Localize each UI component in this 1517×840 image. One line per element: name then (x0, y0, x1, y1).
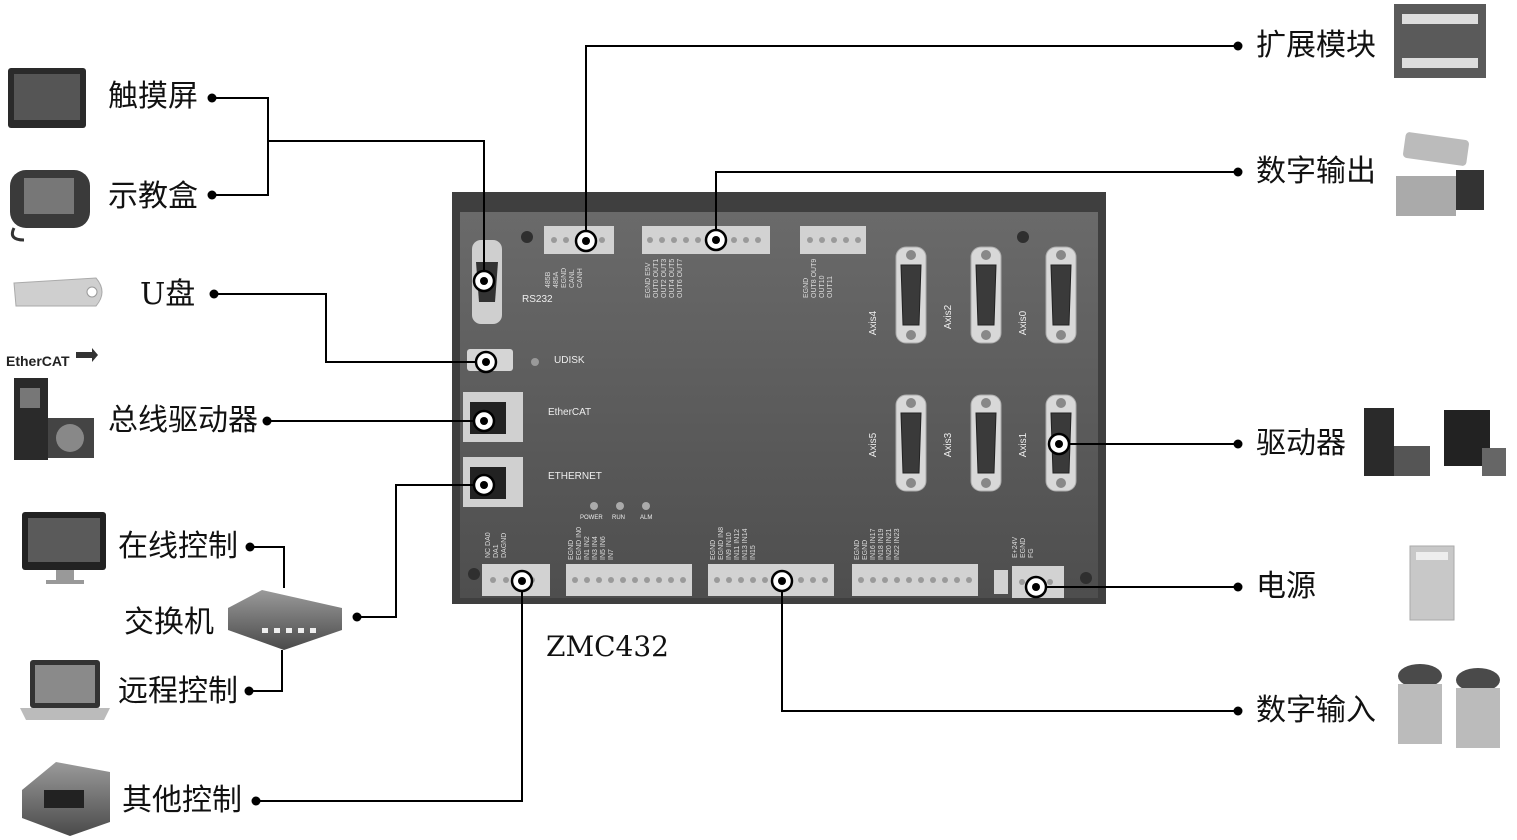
rs232-label: RS232 (522, 294, 553, 305)
da-terminal[interactable] (482, 564, 550, 596)
alm-led (642, 502, 650, 510)
power-led-label: POWER (580, 515, 603, 521)
plc-image (22, 762, 110, 836)
axis0-connector[interactable] (1045, 246, 1077, 344)
cylinder-valve-image (1396, 132, 1484, 216)
port-markers (472, 228, 1071, 599)
axis5-connector[interactable] (895, 394, 927, 492)
switch-image (228, 590, 342, 650)
screw (1080, 572, 1092, 584)
input3-terminal[interactable] (852, 564, 978, 596)
udisk-label: UDISK (554, 355, 585, 366)
screw (521, 231, 533, 243)
power-pin-labels: E+24V EGND FG (1012, 536, 1035, 558)
axis3-label: Axis3 (943, 432, 955, 458)
online-control-label: 在线控制 (118, 529, 238, 564)
input3-pin-labels: EGND EGND IN16 IN17 IN18 IN19 IN20 IN21 … (854, 528, 901, 560)
axis4-connector[interactable] (895, 246, 927, 344)
expansion-module-label: 扩展模块 (1256, 28, 1376, 63)
screw (1017, 231, 1029, 243)
axis3-connector[interactable] (970, 394, 1002, 492)
input1-pin-labels: EGND EGND IN0 IN1 IN2 IN3 IN4 IN5 IN6 IN… (568, 526, 615, 560)
screw (468, 568, 480, 580)
push-button-image (1398, 664, 1500, 748)
usb-disk-image (13, 277, 103, 307)
power-supply-image (1409, 545, 1455, 621)
usb-disk-label: U盘 (140, 277, 196, 312)
bus-driver-image (14, 378, 94, 460)
touchscreen-label: 触摸屏 (108, 79, 198, 114)
axis2-connector[interactable] (970, 246, 1002, 344)
switch-label: 交换机 (124, 605, 214, 640)
digital-output-label: 数字输出 (1256, 154, 1376, 189)
output2-pin-labels: EGND OUT8 OUT9 OUT10 OUT11 (803, 258, 834, 298)
axis0-label: Axis0 (1018, 310, 1030, 336)
teach-pendant-label: 示教盒 (108, 179, 198, 214)
laptop-image (20, 660, 110, 720)
axis2-label: Axis2 (943, 304, 955, 330)
connection-lines (212, 45, 1238, 802)
alm-led-label: ALM (640, 515, 653, 521)
ethercat-port-label: EtherCAT (548, 407, 592, 418)
expansion-module-image (1394, 4, 1486, 78)
axis4-label: Axis4 (868, 310, 880, 336)
input1-terminal[interactable] (566, 564, 692, 596)
da-pin-labels: NC DA0 DA1 DAGND (485, 532, 508, 558)
power-supply-label: 电源 (1256, 569, 1316, 604)
driver-label: 驱动器 (1256, 426, 1346, 461)
connector-dots (207, 41, 1243, 806)
bus-driver-label: 总线驱动器 (108, 403, 258, 438)
output2-terminal[interactable] (800, 226, 866, 254)
ethercat-logo-arrow (76, 348, 98, 362)
controller-model-label: ZMC432 (546, 630, 669, 663)
input2-pin-labels: EGND EGND IN8 IN9 IN10 IN11 IN12 IN13 IN… (710, 526, 757, 560)
driver-image (1364, 408, 1506, 476)
touchscreen-image (8, 68, 86, 128)
digital-input-label: 数字输入 (1256, 693, 1376, 728)
other-control-label: 其他控制 (122, 783, 242, 818)
axis1-label: Axis1 (1018, 432, 1030, 458)
remote-control-label: 远程控制 (118, 674, 238, 709)
run-led (616, 502, 624, 510)
axis5-label: Axis5 (868, 432, 880, 458)
ethernet-port-label: ETHERNET (548, 471, 602, 482)
teach-pendant-image (10, 170, 90, 242)
output-pin-labels: EGND E5V OUT0 OUT1 OUT2 OUT3 OUT4 OUT5 O… (645, 258, 684, 298)
power-led (590, 502, 598, 510)
can-pin-labels: 485B 485A EGND CANL CANH (545, 267, 584, 288)
monitor-image (22, 512, 106, 584)
ethercat-logo: EtherCAT (6, 353, 70, 369)
run-led-label: RUN (612, 515, 625, 521)
